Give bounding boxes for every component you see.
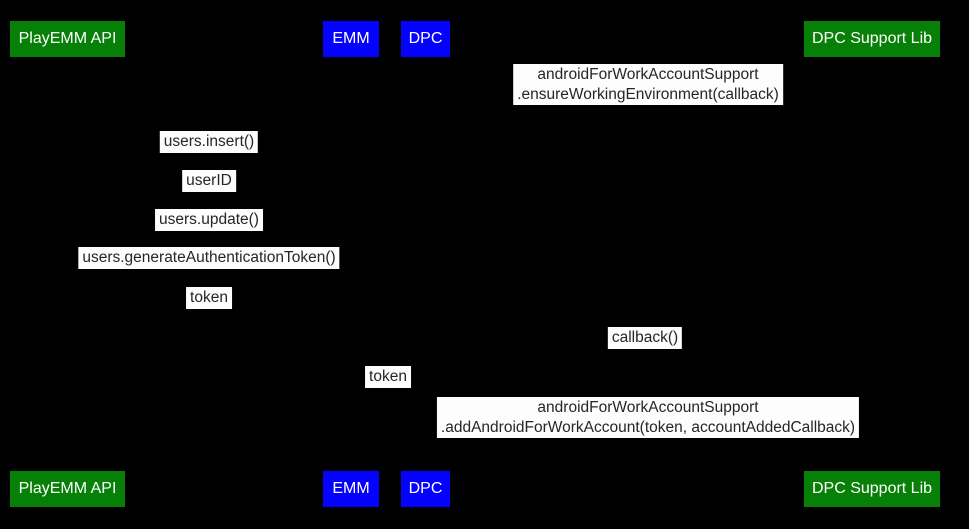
actor-dpc-support-lib-top: DPC Support Lib	[804, 21, 940, 57]
actor-dpc-support-lib-bottom: DPC Support Lib	[804, 471, 940, 507]
actor-emm-bottom: EMM	[323, 471, 379, 507]
actor-playemm-api-bottom: PlayEMM API	[10, 471, 125, 507]
message-ensure-working-environment: androidForWorkAccountSupport .ensureWork…	[513, 64, 783, 105]
actor-dpc-bottom: DPC	[401, 471, 450, 507]
message-userid: userID	[182, 170, 236, 192]
message-line: callback()	[611, 329, 679, 346]
message-line: userID	[186, 172, 232, 189]
message-token-response: token	[186, 287, 232, 309]
message-token-to-dpc: token	[365, 366, 411, 388]
actor-emm-top: EMM	[323, 21, 379, 57]
message-line: users.generateAuthenticationToken()	[82, 249, 336, 266]
message-line: users.insert()	[163, 133, 255, 150]
message-callback: callback()	[607, 327, 683, 349]
message-add-android-for-work-account: androidForWorkAccountSupport .addAndroid…	[436, 397, 860, 438]
actor-dpc-top: DPC	[401, 21, 450, 57]
message-line: .addAndroidForWorkAccount(token, account…	[440, 418, 856, 436]
message-line: token	[369, 368, 407, 385]
message-line: token	[190, 289, 228, 306]
actor-playemm-api-top: PlayEMM API	[10, 21, 125, 57]
message-users-insert: users.insert()	[159, 131, 259, 153]
message-users-update: users.update()	[155, 209, 263, 231]
message-line: androidForWorkAccountSupport	[537, 66, 759, 83]
message-generate-authentication-token: users.generateAuthenticationToken()	[78, 247, 340, 269]
message-line: .ensureWorkingEnvironment(callback)	[517, 85, 779, 103]
message-line: users.update()	[159, 211, 259, 228]
message-line: androidForWorkAccountSupport	[537, 399, 759, 416]
